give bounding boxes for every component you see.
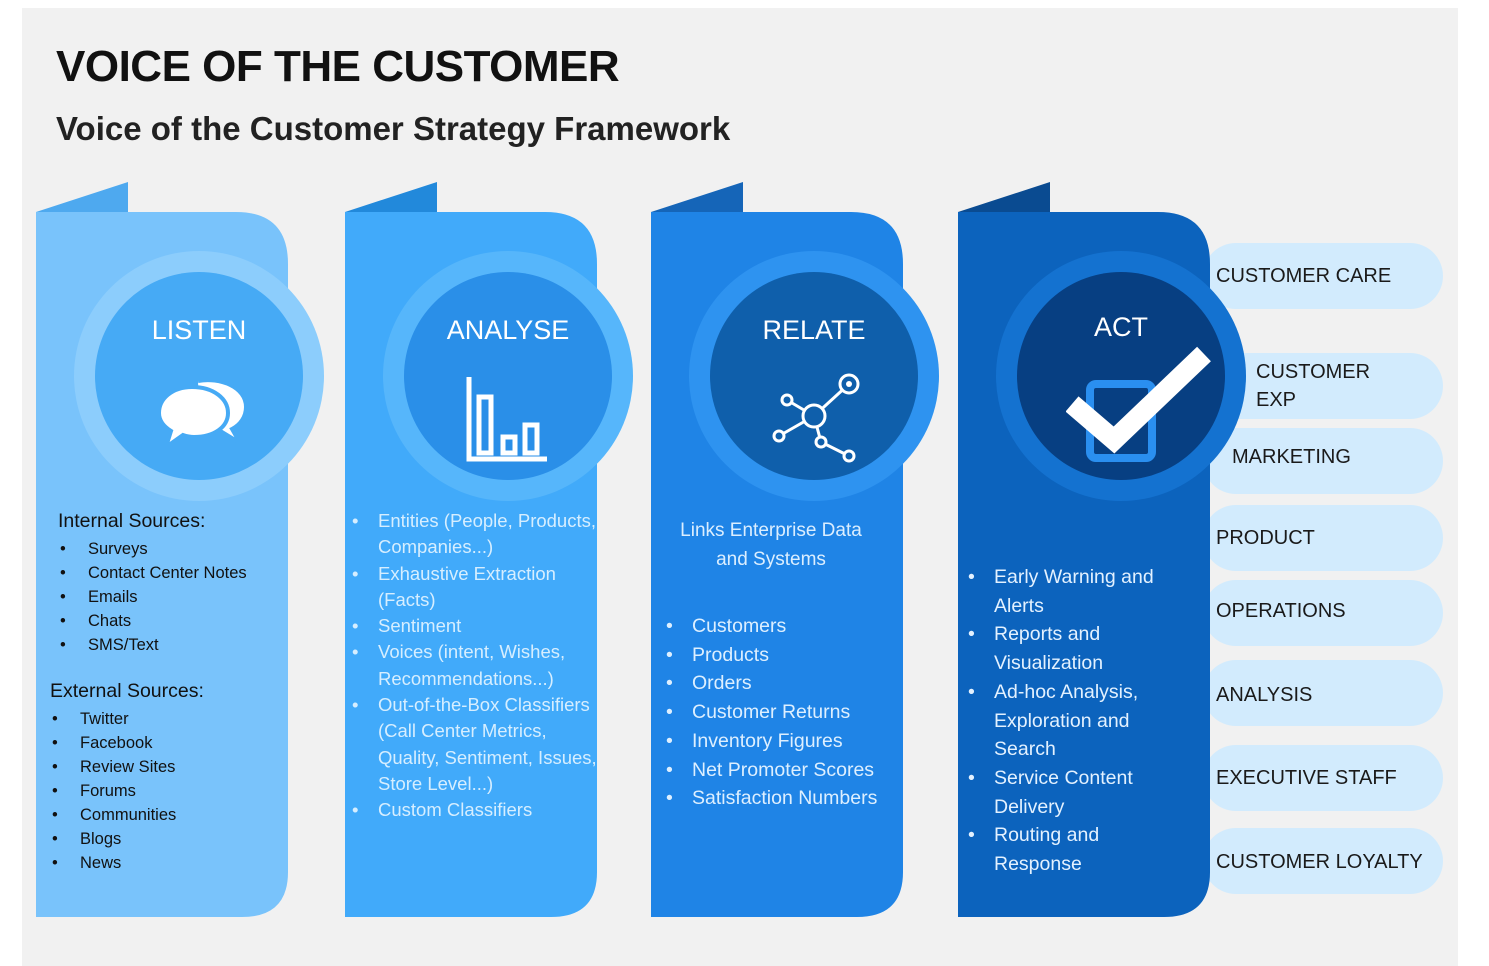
- list-item: Products: [666, 641, 886, 670]
- listen-sources: Internal Sources: Surveys Contact Center…: [58, 508, 298, 657]
- list-item: Sentiment: [352, 613, 597, 640]
- network-icon: [772, 373, 860, 463]
- chat-bubbles-icon: [156, 378, 249, 453]
- internal-sources-list: Surveys Contact Center Notes Emails Chat…: [58, 537, 298, 657]
- list-item: News: [50, 851, 290, 875]
- act-label: ACT: [1094, 312, 1148, 342]
- target-pill-customer-loyalty: [1203, 828, 1443, 894]
- analyse-label: ANALYSE: [446, 315, 570, 345]
- list-item: Net Promoter Scores: [666, 756, 886, 785]
- list-item: Service Content Delivery: [968, 764, 1183, 821]
- target-pill-analysis: [1203, 660, 1443, 726]
- list-item: Out-of-the-Box Classifiers (Call Center …: [352, 692, 597, 797]
- list-item: Facebook: [50, 731, 290, 755]
- target-label-executive-staff: EXECUTIVE STAFF: [1216, 767, 1397, 789]
- list-item: Satisfaction Numbers: [666, 784, 886, 813]
- relate-list: Customers Products Orders Customer Retur…: [666, 612, 886, 813]
- target-label-marketing: MARKETING: [1232, 446, 1351, 468]
- list-item: Exhaustive Extraction (Facts): [352, 561, 597, 614]
- list-item: Reports and Visualization: [968, 620, 1183, 677]
- target-label-customer-loyalty: CUSTOMER LOYALTY: [1216, 851, 1423, 873]
- relate-label: RELATE: [762, 315, 866, 345]
- bar-chart-icon: [466, 377, 547, 462]
- listen-label: LISTEN: [151, 315, 247, 345]
- target-label-customer-care: CUSTOMER CARE: [1216, 265, 1392, 287]
- list-item: Inventory Figures: [666, 727, 886, 756]
- target-pill-customer-care: [1203, 243, 1443, 309]
- page-subtitle: Voice of the Customer Strategy Framework: [56, 110, 731, 147]
- page-title: VOICE OF THE CUSTOMER: [56, 42, 620, 91]
- list-item: Surveys: [58, 537, 298, 561]
- external-sources-list: Twitter Facebook Review Sites Forums Com…: [50, 707, 290, 875]
- analyse-list: Entities (People, Products, Companies...…: [352, 508, 597, 824]
- list-item: Entities (People, Products, Companies...…: [352, 508, 597, 561]
- list-item: Blogs: [50, 827, 290, 851]
- target-pill-executive-staff: [1203, 745, 1443, 811]
- relate-intro: Links Enterprise Data and Systems: [680, 520, 862, 570]
- list-item: Ad-hoc Analysis, Exploration and Search: [968, 678, 1183, 764]
- list-item: Customers: [666, 612, 886, 641]
- relate-items: Customers Products Orders Customer Retur…: [666, 612, 886, 813]
- list-item: Routing and Response: [968, 821, 1183, 878]
- list-item: Emails: [58, 585, 298, 609]
- target-label-operations: OPERATIONS: [1216, 600, 1346, 622]
- target-label-customer-exp: CUSTOMER EXP: [1256, 361, 1371, 411]
- list-item: Chats: [58, 609, 298, 633]
- list-item: Contact Center Notes: [58, 561, 298, 585]
- list-item: Communities: [50, 803, 290, 827]
- list-item: SMS/Text: [58, 633, 298, 657]
- target-pill-marketing: [1203, 428, 1443, 494]
- external-sources-heading: External Sources:: [50, 680, 204, 702]
- target-label-analysis: ANALYSIS: [1216, 684, 1313, 706]
- list-item: Forums: [50, 779, 290, 803]
- act-items: Early Warning and Alerts Reports and Vis…: [968, 563, 1183, 879]
- list-item: Customer Returns: [666, 698, 886, 727]
- internal-sources-heading: Internal Sources:: [58, 510, 206, 532]
- target-pill-operations: [1203, 580, 1443, 646]
- target-label-product: PRODUCT: [1216, 527, 1315, 549]
- list-item: Custom Classifiers: [352, 797, 597, 824]
- list-item: Voices (intent, Wishes, Recommendations.…: [352, 639, 597, 692]
- list-item: Review Sites: [50, 755, 290, 779]
- listen-external-sources: External Sources: Twitter Facebook Revie…: [50, 678, 290, 875]
- list-item: Orders: [666, 669, 886, 698]
- act-list: Early Warning and Alerts Reports and Vis…: [968, 563, 1183, 879]
- list-item: Early Warning and Alerts: [968, 563, 1183, 620]
- analyse-items: Entities (People, Products, Companies...…: [352, 508, 597, 824]
- checkbox-icon: [1066, 346, 1211, 462]
- list-item: Twitter: [50, 707, 290, 731]
- target-pill-product: [1203, 505, 1443, 571]
